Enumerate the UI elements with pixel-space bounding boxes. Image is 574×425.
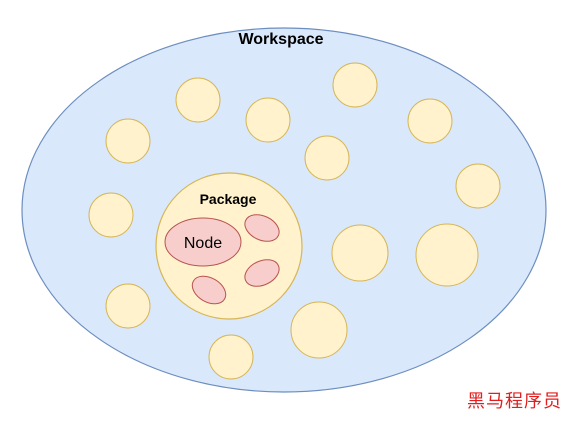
package-group: Package Node — [155, 172, 303, 320]
package-circle — [105, 118, 151, 164]
node-ellipse — [244, 259, 280, 287]
package-circle — [331, 224, 389, 282]
other-packages — [88, 62, 501, 380]
package-circle — [245, 97, 291, 143]
node-ellipse-main — [164, 217, 242, 267]
package-circle — [290, 301, 348, 359]
package-circle — [407, 98, 453, 144]
package-circle — [332, 62, 378, 108]
package-circle — [208, 334, 254, 380]
workspace-title: Workspace — [238, 31, 323, 48]
node-ellipse — [244, 214, 280, 242]
package-circle — [88, 192, 134, 238]
package-circle — [415, 223, 479, 287]
package-circle — [175, 77, 221, 123]
node-label: Node — [184, 235, 222, 252]
package-title: Package — [200, 191, 257, 207]
watermark-text: 黑马程序员 — [467, 391, 562, 412]
package-circle — [105, 283, 151, 329]
package-circle — [304, 135, 350, 181]
package-circle — [455, 163, 501, 209]
node-ellipse — [191, 275, 227, 305]
